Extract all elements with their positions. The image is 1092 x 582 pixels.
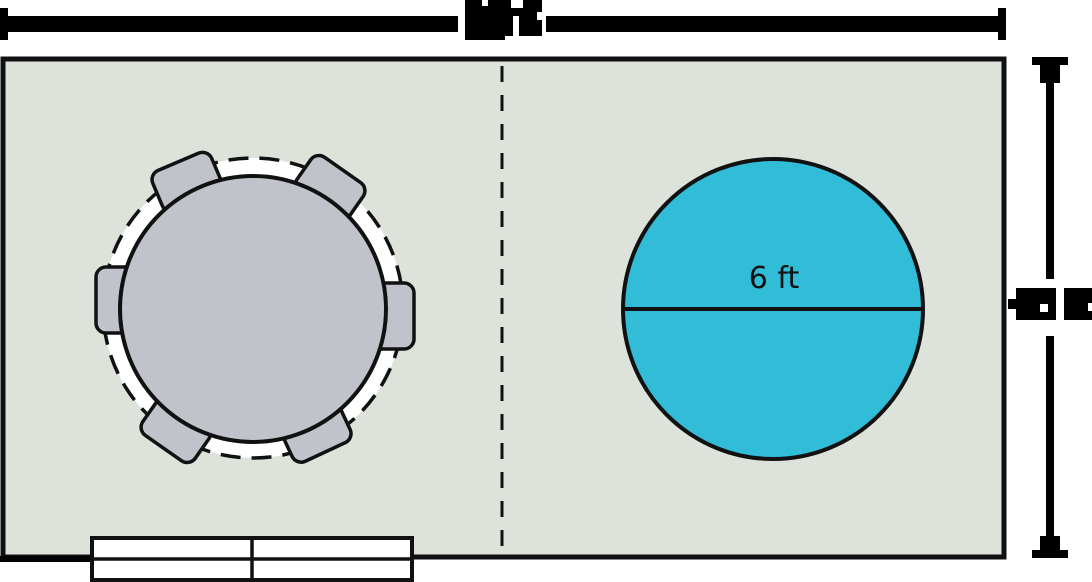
- height-dimension: ?? ft: [1008, 57, 1092, 558]
- rug: 6 ft: [621, 157, 925, 461]
- bottom-window: [0, 536, 414, 582]
- width-dim-right-tick: [998, 8, 1006, 40]
- round-table: [118, 174, 388, 444]
- width-dimension: ?? ft: [0, 0, 1006, 40]
- height-dim-top-line: [1046, 65, 1054, 279]
- width-dim-left-line: [0, 16, 458, 32]
- width-label-redacted: ?? ft: [465, 0, 542, 40]
- height-dim-top-tick: [1032, 57, 1068, 65]
- height-dim-bottom-line: [1046, 336, 1054, 536]
- wall-segment: [0, 556, 92, 562]
- rug-diameter-label: 6 ft: [749, 261, 800, 296]
- table-area: [94, 150, 416, 465]
- width-dim-right-line: [546, 16, 1004, 32]
- height-label-redacted: ?? ft: [1008, 288, 1092, 320]
- height-dim-bottom-arrow: [1040, 536, 1060, 550]
- height-dim-bottom-tick: [1032, 550, 1068, 558]
